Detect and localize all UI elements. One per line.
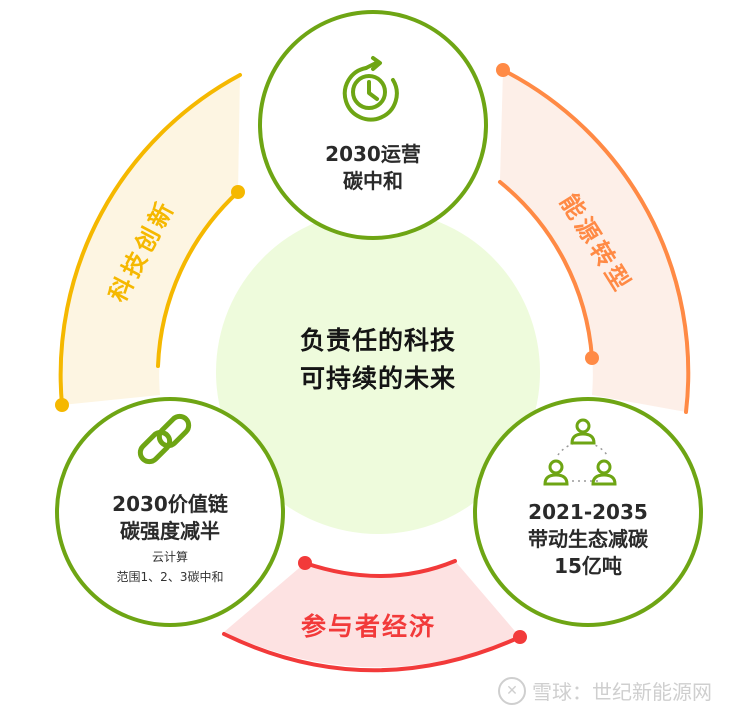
arc-dot-bottom-inner [298, 556, 312, 570]
arc-inner-bottom [303, 559, 457, 578]
snowball-logo-icon: ✕ [498, 676, 526, 705]
arc-outer-left [58, 73, 242, 407]
node-top-line2: 碳中和 [343, 169, 403, 193]
arc-inner-right [498, 180, 594, 360]
node-br-line3: 15亿吨 [554, 554, 622, 578]
center-disc [216, 210, 540, 534]
node-br-line2: 带动生态减碳 [528, 527, 648, 551]
arc-dot-left-outer [55, 398, 69, 412]
node-top-line1: 2030运营 [325, 142, 421, 166]
clock-refresh-icon [342, 56, 399, 122]
arc-dot-left-inner [231, 185, 245, 199]
node-circle-bottom-right [473, 397, 703, 627]
node-text-bottom-left: 2030价值链 碳强度减半 云计算 范围1、2、3碳中和 [80, 491, 260, 587]
arc-inner-left [156, 190, 240, 368]
people-network-icon [543, 418, 617, 486]
arc-outer-bottom [222, 632, 522, 673]
arc-dot-bottom-outer [513, 630, 527, 644]
arc-dot-right-inner [585, 351, 599, 365]
node-circle-bottom-left [55, 397, 285, 627]
node-text-bottom-right: 2021-2035 带动生态减碳 15亿吨 [498, 499, 678, 580]
link-chain-icon [137, 413, 192, 465]
arc-band-bottom [224, 561, 520, 668]
arc-label-bottom: 参与者经济 [301, 612, 437, 641]
node-bl-line2: 碳强度减半 [120, 519, 220, 543]
node-circle-top [258, 10, 488, 240]
node-text-top: 2030运营 碳中和 [283, 141, 463, 195]
arc-band-left [60, 75, 240, 405]
node-bl-sub1: 云计算 [151, 550, 188, 564]
center-title: 负责任的科技 可持续的未来 [258, 322, 498, 398]
center-title-line2: 可持续的未来 [299, 364, 456, 393]
center-title-line1: 负责任的科技 [299, 326, 456, 355]
watermark-text: 雪球：世纪新能源网 [532, 680, 712, 704]
arc-band-right [500, 70, 689, 412]
node-br-line1: 2021-2035 [528, 500, 648, 524]
arc-outer-right [501, 68, 691, 414]
node-bl-line1: 2030价值链 [112, 492, 228, 516]
node-bl-sub2: 范围1、2、3碳中和 [116, 570, 224, 584]
arc-dot-right-outer [496, 63, 510, 77]
watermark: ✕ 雪球：世纪新能源网 [498, 676, 712, 705]
